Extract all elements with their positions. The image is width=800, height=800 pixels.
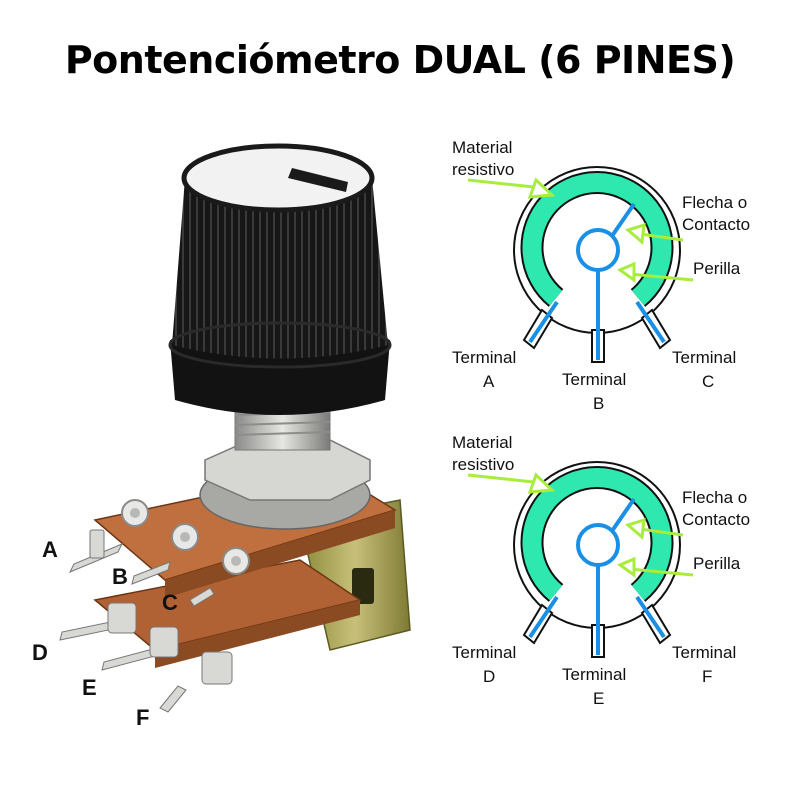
label-contacto: Contacto — [682, 510, 750, 529]
label-contacto: Contacto — [682, 215, 750, 234]
knob-body — [172, 178, 388, 359]
photo-pin-labels: A B C D E F — [32, 537, 178, 730]
terminal-word-c: Terminal — [672, 348, 736, 367]
label-perilla: Perilla — [693, 259, 741, 278]
label-flecha: Flecha o — [682, 488, 747, 507]
pin-label-a: A — [42, 537, 58, 562]
pins-upper — [68, 529, 215, 607]
label-resistivo: resistivo — [452, 160, 514, 179]
terminal-word-e: Terminal — [562, 665, 626, 684]
terminal-word-d: Terminal — [452, 643, 516, 662]
pointer-arrows — [467, 472, 694, 578]
schematic-bottom: Material resistivo Flecha o Contacto Per… — [452, 433, 750, 708]
terminal-word-b: Terminal — [562, 370, 626, 389]
pin-label-f: F — [136, 705, 149, 730]
terminal-word-a: Terminal — [452, 348, 516, 367]
knob-indicator — [288, 168, 348, 192]
terminal-letter-f: F — [702, 667, 712, 686]
rivets — [121, 499, 250, 575]
wiper — [610, 497, 636, 533]
pin-label-b: B — [112, 564, 128, 589]
terminal-letter-d: D — [483, 667, 495, 686]
terminal-letter-a: A — [483, 372, 495, 391]
knob-base — [170, 340, 390, 415]
label-perilla: Perilla — [693, 554, 741, 573]
terminal-letter-e: E — [593, 689, 604, 708]
pin-label-c: C — [162, 590, 178, 615]
potentiometer-photo — [59, 143, 411, 713]
pointer-arrows — [467, 177, 694, 283]
pins-lower — [59, 602, 233, 713]
label-resistivo: resistivo — [452, 455, 514, 474]
schematic-top: Material resistivo Flecha o Contacto Per… — [452, 138, 750, 413]
terminal-letter-c: C — [702, 372, 714, 391]
label-material: Material — [452, 433, 512, 452]
pin-label-d: D — [32, 640, 48, 665]
bracket-slot — [352, 568, 374, 604]
pin-label-e: E — [82, 675, 97, 700]
terminal-letter-b: B — [593, 394, 604, 413]
knob-cap — [181, 143, 375, 213]
terminal-word-f: Terminal — [672, 643, 736, 662]
terminal-leads — [528, 595, 666, 655]
terminal-leads — [528, 300, 666, 360]
page-title: Pontenciómetro DUAL (6 PINES) — [64, 38, 736, 82]
wiper — [610, 202, 636, 238]
label-material: Material — [452, 138, 512, 157]
label-flecha: Flecha o — [682, 193, 747, 212]
